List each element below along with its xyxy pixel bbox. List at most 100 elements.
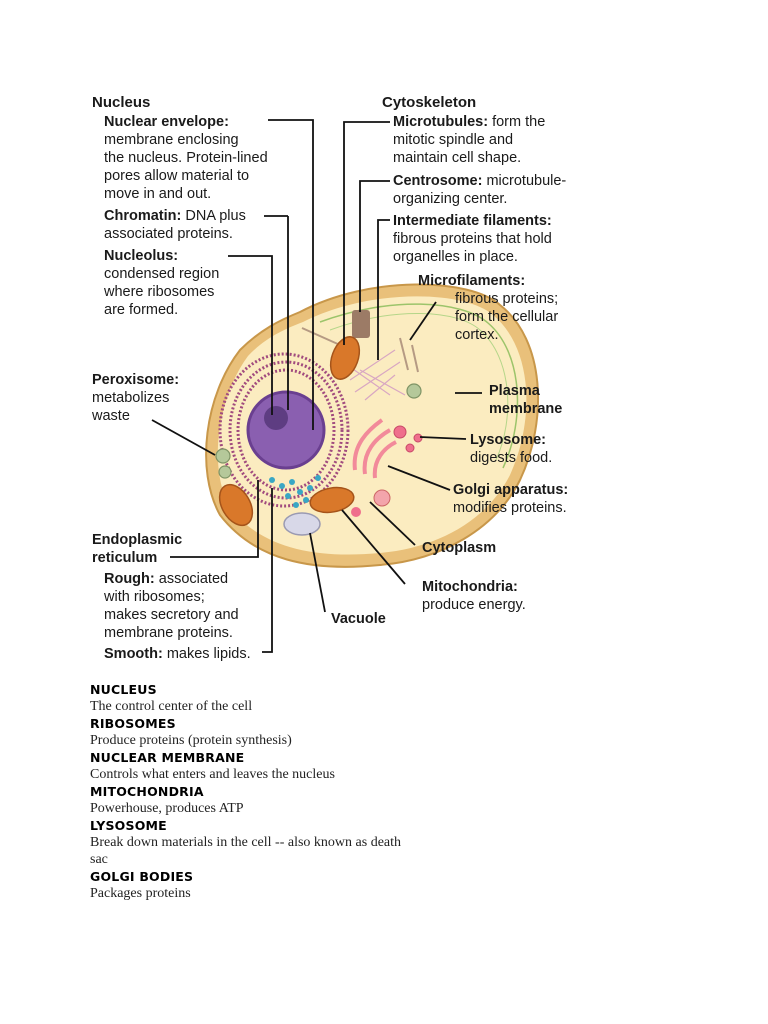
golgi-label: Golgi apparatus: modifies proteins.	[453, 481, 568, 517]
microfilaments-line-2: form the cellular	[455, 309, 559, 325]
vacuole-term: Vacuole	[331, 611, 386, 627]
note-text: Produce proteins (protein synthesis)	[90, 733, 292, 748]
nucleolus-line-1: condensed region	[104, 266, 220, 282]
lysosome-term: Lysosome:	[470, 432, 547, 448]
note-text: Break down materials in the cell -- also…	[90, 835, 402, 867]
note-item: Mitochondria Powerhouse, produces ATP	[90, 783, 510, 817]
leader-lines	[151, 119, 482, 653]
chromatin-term: Chromatin:	[104, 208, 182, 224]
nuclear-envelope-line-2: the nucleus. Protein-lined	[104, 150, 268, 166]
intermediate-filaments-line-2: organelles in place.	[393, 249, 518, 265]
microfilaments-term: Microfilaments:	[418, 273, 526, 289]
microtubules-term: Microtubules:	[393, 114, 489, 130]
chromatin-label: Chromatin: DNA plus associated proteins.	[104, 207, 246, 243]
lysosome-label: Lysosome: digests food.	[470, 431, 552, 467]
intermediate-filaments-line-1: fibrous proteins that hold	[393, 231, 552, 247]
nuclear-envelope-line-4: move in and out.	[104, 186, 212, 202]
nucleus-heading: Nucleus	[92, 94, 151, 111]
note-title: Nuclear Membrane	[90, 750, 245, 765]
note-text: Packages proteins	[90, 886, 191, 901]
note-item: Ribosomes Produce proteins (protein synt…	[90, 715, 510, 749]
mitochondria-shape	[218, 336, 361, 527]
centrosome-label: Centrosome: microtubule- organizing cent…	[393, 172, 566, 208]
nuclear-envelope-line-3: pores allow material to	[104, 168, 250, 184]
mitochondria-label: Mitochondria: produce energy.	[422, 578, 526, 614]
centrosome-term: Centrosome:	[393, 173, 483, 189]
lysosome-line-1: digests food.	[470, 450, 553, 466]
cell-illustration	[151, 119, 540, 653]
rough-line-1: with ribosomes;	[104, 589, 205, 605]
vacuole-shape	[283, 512, 321, 536]
peroxisome-shape	[215, 383, 422, 479]
note-text: Powerhouse, produces ATP	[90, 801, 244, 816]
intermediate-filaments-term: Intermediate filaments:	[393, 213, 552, 229]
plasma-membrane-label: Plasma membrane	[489, 382, 562, 418]
peroxisome-line-2: waste	[92, 408, 130, 424]
note-title: Ribosomes	[90, 716, 176, 731]
note-item: Lysosome Break down materials in the cel…	[90, 817, 510, 868]
chromatin-line-1: associated proteins.	[104, 226, 233, 242]
microfilaments-label: Microfilaments:	[418, 272, 525, 290]
microtubules-line-2: maintain cell shape.	[393, 150, 522, 166]
microfilaments-line-1: fibrous proteins;	[455, 291, 559, 307]
nuclear-envelope-term: Nuclear envelope:	[104, 114, 229, 130]
centrosome-text: microtubule-	[482, 173, 567, 189]
mitochondria-line-1: produce energy.	[422, 597, 526, 613]
peroxisome-label: Peroxisome: metabolizes waste	[92, 371, 179, 425]
intermediate-filaments-shape	[339, 349, 406, 401]
note-title: Golgi Bodies	[90, 869, 194, 884]
rough-line-2: makes secretory and	[104, 607, 239, 623]
intermediate-filaments-label: Intermediate filaments: fibrous proteins…	[393, 212, 552, 266]
centrosome-shape	[352, 310, 370, 338]
golgi-term: Golgi apparatus:	[453, 482, 569, 498]
nucleolus-line-3: are formed.	[104, 302, 179, 318]
note-item: Nucleus The control center of the cell	[90, 681, 510, 715]
lysosome-shape	[393, 425, 423, 453]
er-line-2: reticulum	[92, 550, 158, 566]
er-line-1: Endoplasmic	[92, 532, 183, 548]
golgi-shape	[352, 418, 397, 479]
rough-er-label: Rough: associated with ribosomes; makes …	[104, 570, 239, 642]
smooth-text: makes lipids.	[162, 646, 251, 662]
microtubules-label: Microtubules: form the mitotic spindle a…	[393, 113, 545, 167]
microtubules-shape	[301, 327, 419, 373]
animal-cell-diagram: Nucleus Nuclear envelope: membrane enclo…	[92, 94, 568, 663]
cytoplasm-term: Cytoplasm	[422, 540, 497, 556]
microtubules-text: form the	[488, 114, 546, 130]
rough-text: associated	[154, 571, 229, 587]
note-item: Golgi Bodies Packages proteins	[90, 868, 510, 902]
nucleolus-label: Nucleolus: condensed region where riboso…	[104, 247, 219, 319]
note-text: Controls what enters and leaves the nucl…	[90, 767, 335, 782]
mitochondria-term: Mitochondria:	[422, 579, 518, 595]
cytoplasm-label: Cytoplasm	[422, 539, 496, 557]
smooth-er-label: Smooth: makes lipids.	[104, 645, 251, 663]
plasma-membrane-line-1: Plasma	[489, 383, 540, 399]
note-item: Nuclear Membrane Controls what enters an…	[90, 749, 510, 783]
centrosome-line-1: organizing center.	[393, 191, 508, 207]
notes-list: Nucleus The control center of the cell R…	[90, 681, 510, 902]
microtubules-line-1: mitotic spindle and	[393, 132, 514, 148]
nuclear-envelope-label: Nuclear envelope: membrane enclosing the…	[104, 113, 268, 203]
note-text: The control center of the cell	[90, 699, 253, 714]
golgi-line-1: modifies proteins.	[453, 500, 567, 516]
microfilaments-desc: fibrous proteins; form the cellular cort…	[455, 290, 558, 344]
smooth-term: Smooth:	[104, 646, 163, 662]
nucleolus-line-2: where ribosomes	[104, 284, 215, 300]
rough-term: Rough:	[104, 571, 155, 587]
er-label: Endoplasmic reticulum	[92, 531, 182, 567]
nuclear-envelope-line-1: membrane enclosing	[104, 132, 239, 148]
plasma-membrane-line-2: membrane	[489, 401, 563, 417]
nucleolus-term: Nucleolus:	[104, 248, 179, 264]
cytoskeleton-heading: Cytoskeleton	[382, 94, 477, 111]
peroxisome-line-1: metabolizes	[92, 390, 170, 406]
microfilaments-line-3: cortex.	[455, 327, 499, 343]
peroxisome-term: Peroxisome:	[92, 372, 180, 388]
nucleolus-shape	[264, 406, 288, 430]
chromatin-text: DNA plus	[181, 208, 246, 224]
rough-line-3: membrane proteins.	[104, 625, 233, 641]
note-title: Nucleus	[90, 682, 157, 697]
note-title: Lysosome	[90, 818, 167, 833]
microfilament-cortex	[319, 303, 519, 469]
note-title: Mitochondria	[90, 784, 204, 799]
vacuole-label: Vacuole	[331, 610, 386, 628]
